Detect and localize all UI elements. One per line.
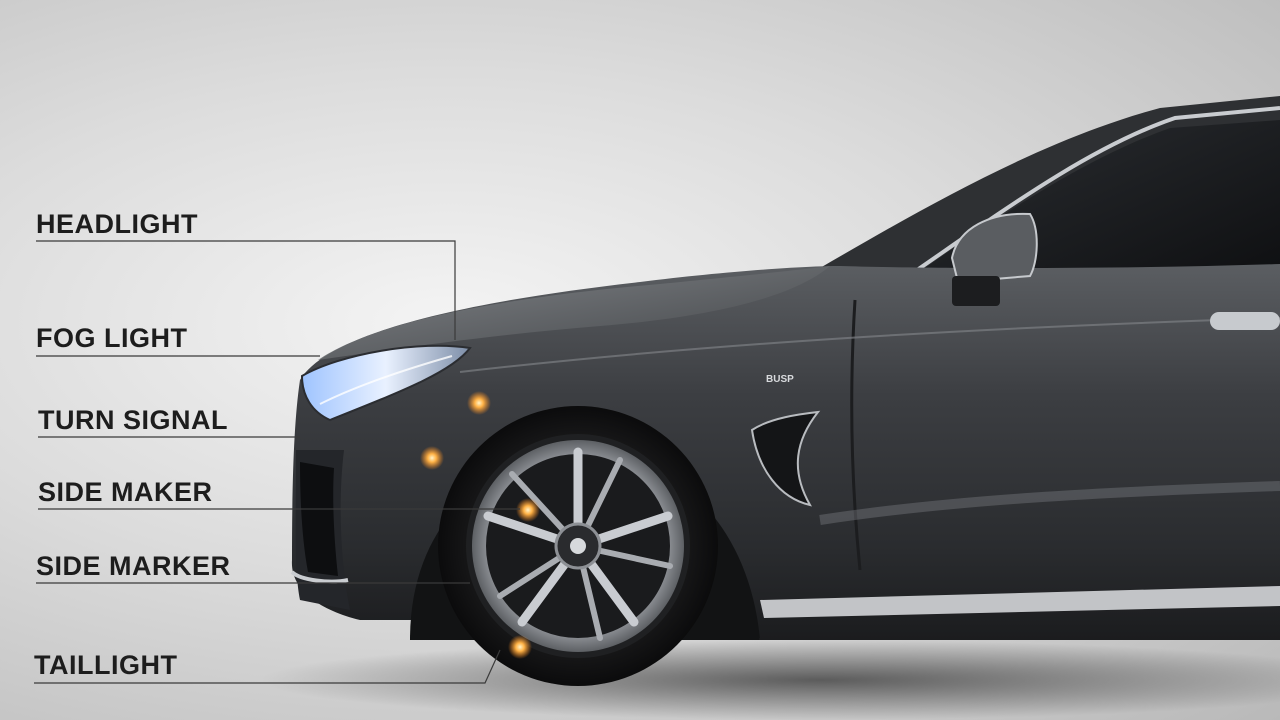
label-taillight: TAILLIGHT bbox=[34, 650, 178, 680]
side-vent bbox=[750, 410, 821, 507]
door-handle bbox=[1210, 312, 1280, 330]
label-side-marker: SIDE MARKER bbox=[36, 551, 231, 581]
window-trim bbox=[883, 106, 1280, 294]
rocker-trim bbox=[760, 586, 1280, 618]
headlight-unit bbox=[300, 344, 472, 422]
leader-taillight bbox=[34, 649, 501, 684]
label-side-maker: SIDE MAKER bbox=[38, 477, 213, 507]
lamp-glow-upper bbox=[467, 391, 491, 415]
label-headlight: HEADLIGHT bbox=[36, 209, 198, 239]
lamp-glow-lower bbox=[508, 635, 532, 659]
lower-grille bbox=[300, 462, 338, 576]
front-wheel bbox=[438, 406, 718, 686]
leader-headlight bbox=[36, 240, 456, 340]
lamp-glow-turn bbox=[420, 446, 444, 470]
label-fog-light: FOG LIGHT bbox=[36, 323, 188, 353]
hood bbox=[318, 266, 830, 360]
lamp-glow-wheel bbox=[516, 498, 540, 522]
fender-badge: BUSP bbox=[766, 374, 794, 385]
floor-shadow bbox=[260, 640, 1280, 720]
side-mirror bbox=[950, 212, 1038, 284]
label-turn-signal: TURN SIGNAL bbox=[38, 405, 228, 435]
